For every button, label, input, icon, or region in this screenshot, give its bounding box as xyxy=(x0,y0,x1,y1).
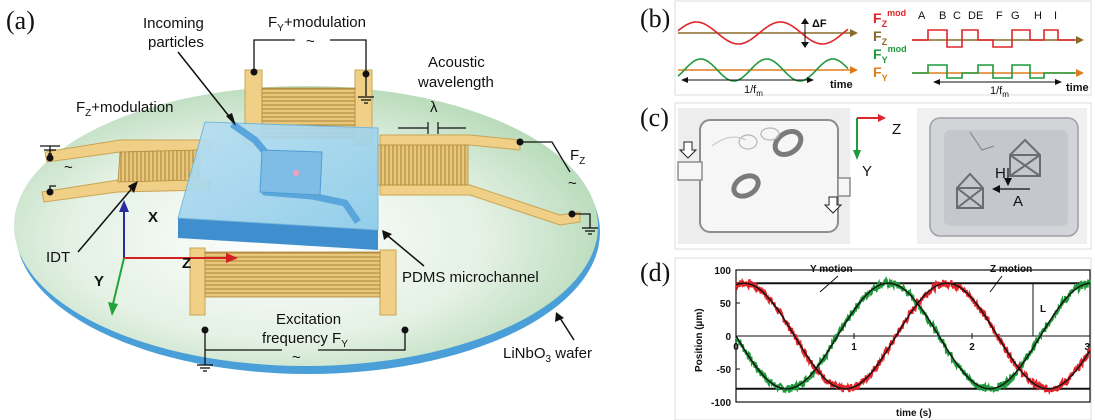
label-h: H xyxy=(995,165,1006,182)
fz-wave xyxy=(677,21,849,45)
letter-b: B xyxy=(939,10,946,22)
fit-y-motion xyxy=(735,282,1091,390)
particle xyxy=(293,170,299,176)
letter-a: A xyxy=(918,10,926,22)
z-motion-pointer xyxy=(989,275,1003,293)
y-tick-label: 50 xyxy=(720,299,732,310)
tilde-top: ~ xyxy=(306,33,315,50)
fz-modulation-label: FZ+modulation xyxy=(76,99,173,119)
fy-wave xyxy=(677,58,849,82)
period-left-label: 1/fm xyxy=(744,84,763,98)
panel-b-label: (b) xyxy=(640,4,671,33)
chart-y-label: Position (µm) xyxy=(694,308,705,372)
pdms-label: PDMS microchannel xyxy=(402,269,539,286)
fz-right-label: FZ xyxy=(570,147,585,167)
y-tick-label: 0 xyxy=(725,332,731,343)
panel-d-frame xyxy=(674,257,1092,420)
wavelength-marker xyxy=(398,122,466,134)
time-left-label: time xyxy=(830,79,853,91)
x-tick-label: 1 xyxy=(851,342,857,353)
letter-c: C xyxy=(953,10,961,22)
micrograph-axes xyxy=(853,114,886,160)
terminals xyxy=(46,68,576,334)
l-label: L xyxy=(1040,304,1046,315)
letter-g: G xyxy=(1011,10,1020,22)
wafer-label: LiNbO3 wafer xyxy=(503,345,592,365)
panel-d-label: (d) xyxy=(640,258,671,287)
y-tick-label: -50 xyxy=(717,365,732,376)
x-tick-label: 2 xyxy=(969,342,975,353)
fit-z-motion xyxy=(735,282,1091,390)
micro-axis-z: Z xyxy=(892,121,901,138)
micrographs: Z Y H A xyxy=(674,102,1092,250)
idt-right xyxy=(377,144,469,186)
x-tick-label: 0 xyxy=(733,342,739,353)
panel-b-frame xyxy=(674,0,1092,96)
fz-mod-label: FZmod xyxy=(873,8,906,29)
micrograph-right xyxy=(917,108,1087,244)
axis-x-label: X xyxy=(148,209,158,226)
acoustic-label-1: Acoustic xyxy=(428,54,485,71)
axis-z-label: Z xyxy=(182,255,191,272)
y-motion-pointer xyxy=(819,275,839,293)
chart-x-label: time (s) xyxy=(896,408,932,419)
fy-label: FY xyxy=(873,64,888,83)
fy-mod-square xyxy=(912,64,1075,79)
tilde-bottom: ~ xyxy=(292,349,301,366)
letter-de: DE xyxy=(968,10,983,22)
label-a: A xyxy=(1013,193,1023,210)
idt-label: IDT xyxy=(46,249,70,266)
letter-i: I xyxy=(1054,10,1057,22)
letter-h: H xyxy=(1034,10,1042,22)
micrograph-left xyxy=(677,108,851,244)
fz-label: FZ xyxy=(873,28,888,47)
fy-mod-label: FYmod xyxy=(873,44,907,65)
axis-y-label: Y xyxy=(94,273,104,290)
signal-diagram: ΔF 1/fm time FZmod FZ FYmod FY A B C DE … xyxy=(674,0,1092,99)
acoustic-label-2: wavelength xyxy=(417,74,494,91)
tilde-right: ~ xyxy=(568,175,577,192)
letter-f: F xyxy=(996,10,1003,22)
pdms-chamber xyxy=(259,149,323,196)
panel-c-label: (c) xyxy=(640,103,669,132)
incoming-label-1: Incoming xyxy=(143,15,204,32)
x-tick-label: 3 xyxy=(1084,342,1090,353)
y-motion-label: Y motion xyxy=(810,264,853,275)
tilde-left: ~ xyxy=(64,159,73,176)
electrodes xyxy=(41,69,581,316)
panel-a-label: (a) xyxy=(6,6,35,35)
state-letters: A B C DE F G H I xyxy=(918,10,1057,22)
pdms-side xyxy=(178,218,378,250)
delta-f-label: ΔF xyxy=(812,18,827,30)
lambda-label: λ xyxy=(430,99,438,116)
device-schematic: X Y Z FY+modulation ~ Incoming particles… xyxy=(14,14,600,374)
coordinate-axes xyxy=(108,200,238,316)
z-motion-label: Z motion xyxy=(990,264,1032,275)
y-tick-label: -100 xyxy=(711,398,731,409)
excitation-label-2: frequency FY xyxy=(262,330,348,350)
period-right-label: 1/fm xyxy=(990,85,1009,99)
y-tick-label: 100 xyxy=(714,266,731,277)
time-right-label: time xyxy=(1066,82,1089,94)
axis-ticks: 100 50 0 -50 -100 0 1 2 3 xyxy=(711,266,1091,409)
micro-axis-y: Y xyxy=(862,163,872,180)
fz-mod-square xyxy=(912,29,1075,48)
excitation-label-1: Excitation xyxy=(276,311,341,328)
incoming-label-2: particles xyxy=(148,34,204,51)
fy-modulation-label: FY+modulation xyxy=(268,14,366,34)
